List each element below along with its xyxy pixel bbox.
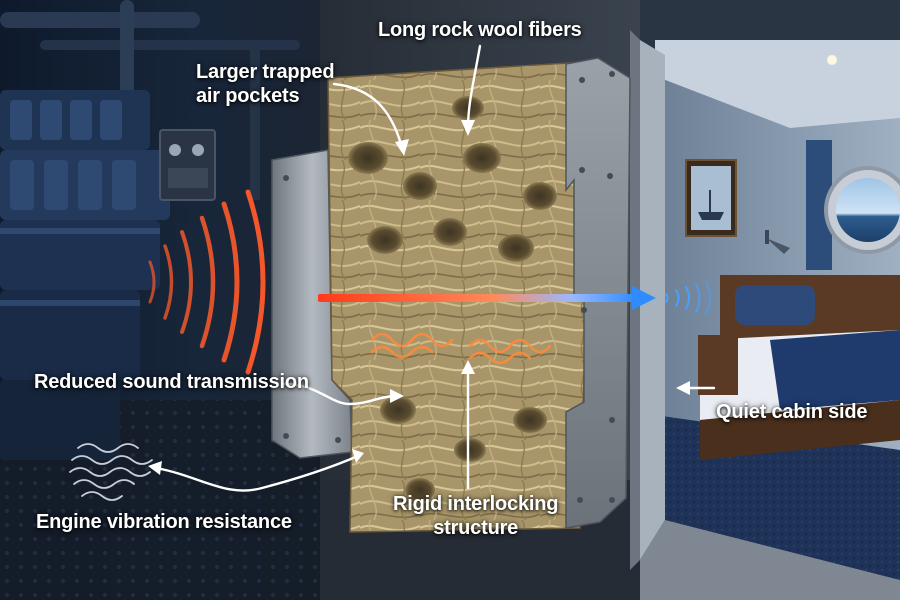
bed-blanket [770, 330, 900, 410]
rivet-icons [283, 71, 615, 503]
label-air-pockets: Larger trapped air pockets [196, 61, 335, 107]
cabin-room [640, 0, 900, 600]
wall-lamp-icon [765, 230, 769, 244]
vibration-wave-icon [69, 443, 153, 501]
pillow [735, 285, 815, 325]
quiet-sound-waves [665, 281, 711, 315]
label-reduced-sound: Reduced sound transmission [34, 371, 309, 393]
label-rigid-structure: Rigid interlocking structure [393, 493, 559, 539]
label-engine-vibration: Engine vibration resistance [36, 511, 292, 533]
air-pockets [348, 96, 557, 502]
damped-vibration-lines [370, 332, 552, 365]
ceiling-light-icon [827, 55, 837, 65]
label-long-fibers: Long rock wool fibers [378, 19, 582, 41]
sound-transmission-beam [318, 286, 656, 310]
arrow-engine-vibration [154, 454, 360, 492]
nightstand [698, 335, 738, 395]
arrow-reduced-sound [282, 382, 398, 406]
arrow-air-pockets [332, 82, 404, 150]
label-quiet-cabin: Quiet cabin side [716, 401, 868, 423]
right-steel-frame [565, 57, 631, 529]
callout-arrows [148, 44, 716, 492]
